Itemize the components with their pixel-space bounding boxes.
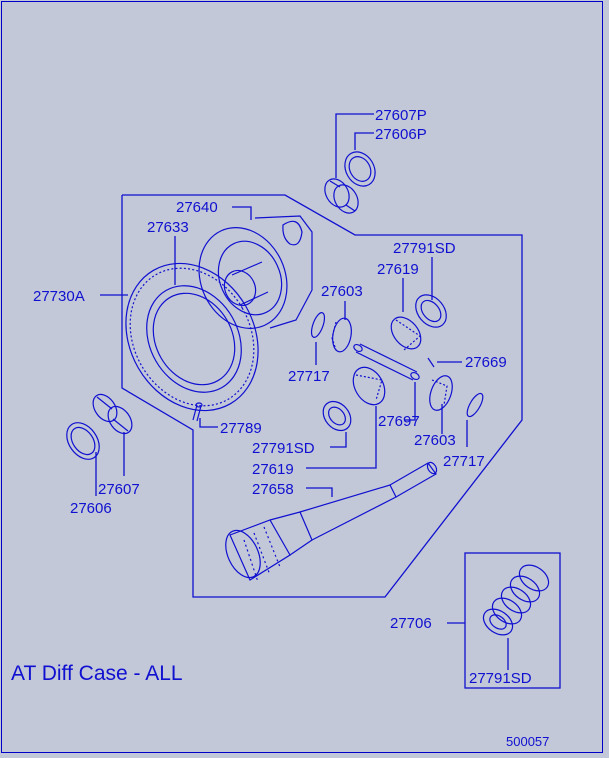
pinion-gear-27603-upper — [331, 317, 352, 353]
diagram-title: AT Diff Case - ALL — [11, 662, 183, 685]
label-27706: 27706 — [390, 615, 432, 632]
label-27607: 27607 — [98, 481, 140, 498]
bearing-27607 — [92, 393, 133, 435]
label-27669: 27669 — [465, 354, 507, 371]
washer-27717-upper — [310, 312, 326, 338]
washer-27791SD-upper — [415, 294, 447, 328]
drive-pinion-27658 — [225, 461, 438, 583]
assembly-outline — [121, 194, 523, 598]
diff-case-27640 — [198, 215, 313, 329]
label-27789: 27789 — [220, 420, 262, 437]
spacer-kit-27706 — [482, 564, 550, 636]
label-27791SD-b: 27791SD — [252, 440, 315, 457]
label-27658: 27658 — [252, 481, 294, 498]
label-27640: 27640 — [176, 199, 218, 216]
bearing-race-27606P — [344, 151, 376, 187]
label-27603-a: 27603 — [321, 283, 363, 300]
pin-27669 — [427, 357, 435, 368]
pinion-gear-27603-lower — [429, 375, 453, 411]
bearing-race-27606 — [66, 422, 100, 460]
side-gear-27619-upper — [390, 316, 422, 351]
ring-gear-27730A — [125, 262, 259, 412]
drawing-number: 500057 — [506, 734, 549, 749]
label-27619-b: 27619 — [252, 461, 294, 478]
bolt-27789 — [192, 402, 203, 422]
label-27697: 27697 — [378, 413, 420, 430]
label-27717-b: 27717 — [443, 453, 485, 470]
label-27633: 27633 — [147, 219, 189, 236]
label-27606: 27606 — [70, 500, 112, 517]
side-gear-27619-lower — [352, 366, 386, 406]
label-27607P: 27607P — [375, 107, 427, 124]
leader-lines — [95, 113, 509, 670]
label-27717-a: 27717 — [288, 368, 330, 385]
label-27603-b: 27603 — [414, 432, 456, 449]
label-27606P: 27606P — [375, 126, 427, 143]
label-27619-a: 27619 — [377, 261, 419, 278]
pinion-shaft-27697 — [353, 343, 420, 381]
label-27730A: 27730A — [33, 288, 85, 305]
kit-box — [464, 552, 561, 689]
bearing-27607P — [324, 178, 359, 214]
washer-27791SD-lower — [322, 400, 352, 432]
label-27791SD-a: 27791SD — [393, 240, 456, 257]
washer-27717-lower — [466, 392, 484, 418]
label-27791SD-c: 27791SD — [469, 670, 532, 687]
